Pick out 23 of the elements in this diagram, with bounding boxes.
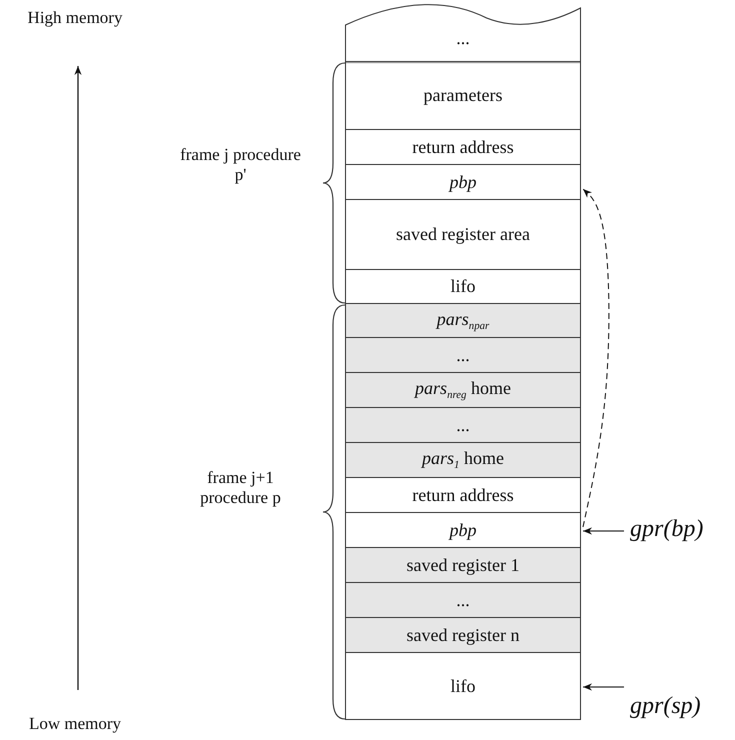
memory-cell: return address <box>345 477 581 513</box>
memory-cell: saved register n <box>345 617 581 653</box>
frame-label: frame j+1 procedure p <box>199 468 282 509</box>
memory-cell: pars$_{npar}$ <box>345 303 581 338</box>
frame-label: frame j procedure p' <box>179 145 302 186</box>
axis-label: High memory <box>26 8 124 28</box>
axis-label: Low memory <box>28 714 122 734</box>
memory-cell: parameters <box>345 61 581 130</box>
pointer-text: gpr(sp) <box>630 689 734 725</box>
arrow <box>582 527 624 535</box>
pointer-text: gpr(bp) <box>630 512 734 548</box>
dashed-arrow <box>582 188 610 528</box>
memory-cell: pbp <box>345 164 581 200</box>
memory-cell: ... <box>345 337 581 373</box>
memory-cell: ... <box>345 582 581 618</box>
memory-cell: return address <box>345 129 581 165</box>
memory-cell: pars$_{1}$ home <box>345 442 581 478</box>
arrow <box>582 683 624 691</box>
memory-cell: saved register area <box>345 199 581 270</box>
memory-cell: ... <box>345 407 581 443</box>
memory-cell: saved register 1 <box>345 547 581 583</box>
memory-cell: pars$_{nreg}$ home <box>345 372 581 408</box>
memory-cell: lifo <box>345 652 581 720</box>
